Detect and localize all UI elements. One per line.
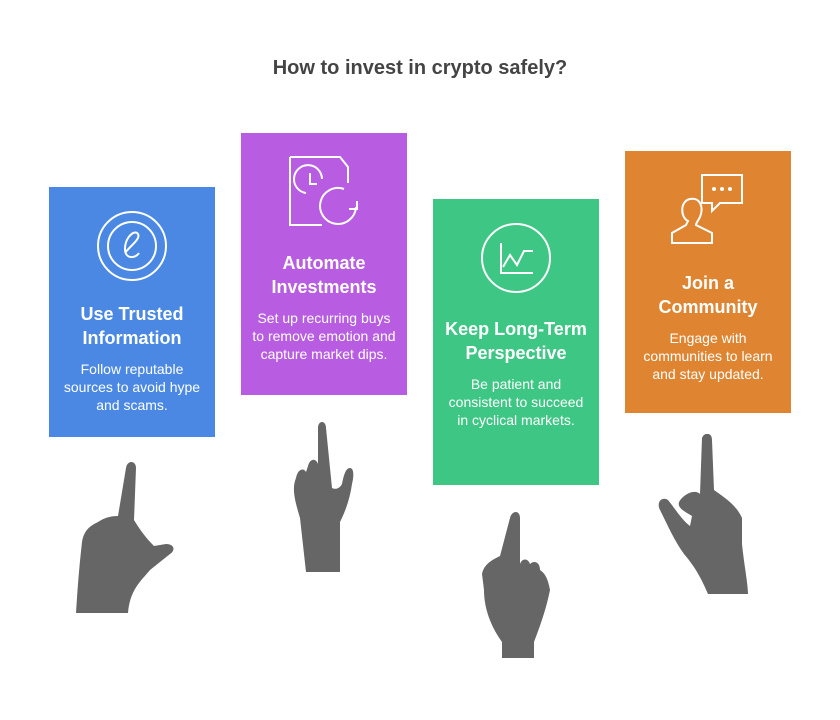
card-text: Set up recurring buys to remove emotion … bbox=[252, 310, 396, 362]
card-join-community: Join a Community Engage with communities… bbox=[625, 151, 791, 413]
person-chat-icon bbox=[671, 174, 743, 244]
pointing-hand-icon bbox=[658, 434, 748, 594]
card-heading: Use Trusted Information bbox=[80, 304, 184, 348]
pointing-hand-icon bbox=[293, 422, 354, 572]
chart-line-icon bbox=[481, 223, 551, 293]
card-automate-investments: Automate Investments Set up recurring bu… bbox=[241, 133, 407, 395]
document-clock-refresh-icon bbox=[289, 156, 358, 226]
card-heading: Automate Investments bbox=[271, 253, 377, 297]
card-text: Engage with communities to learn and sta… bbox=[643, 330, 773, 382]
pointing-hand-icon bbox=[482, 512, 550, 658]
card-heading: Join a Community bbox=[658, 273, 758, 317]
card-heading: Keep Long-Term Perspective bbox=[445, 319, 587, 363]
page-title: How to invest in crypto safely? bbox=[272, 57, 568, 79]
card-trusted-information: Use Trusted Information Follow reputable… bbox=[49, 187, 215, 437]
pointing-hand-icon bbox=[76, 462, 174, 613]
card-long-term-perspective: Keep Long-Term Perspective Be patient an… bbox=[433, 199, 599, 485]
card-text: Be patient and consistent to succeed in … bbox=[448, 376, 584, 428]
e-coin-icon bbox=[97, 211, 167, 281]
card-text: Follow reputable sources to avoid hype a… bbox=[63, 361, 201, 413]
